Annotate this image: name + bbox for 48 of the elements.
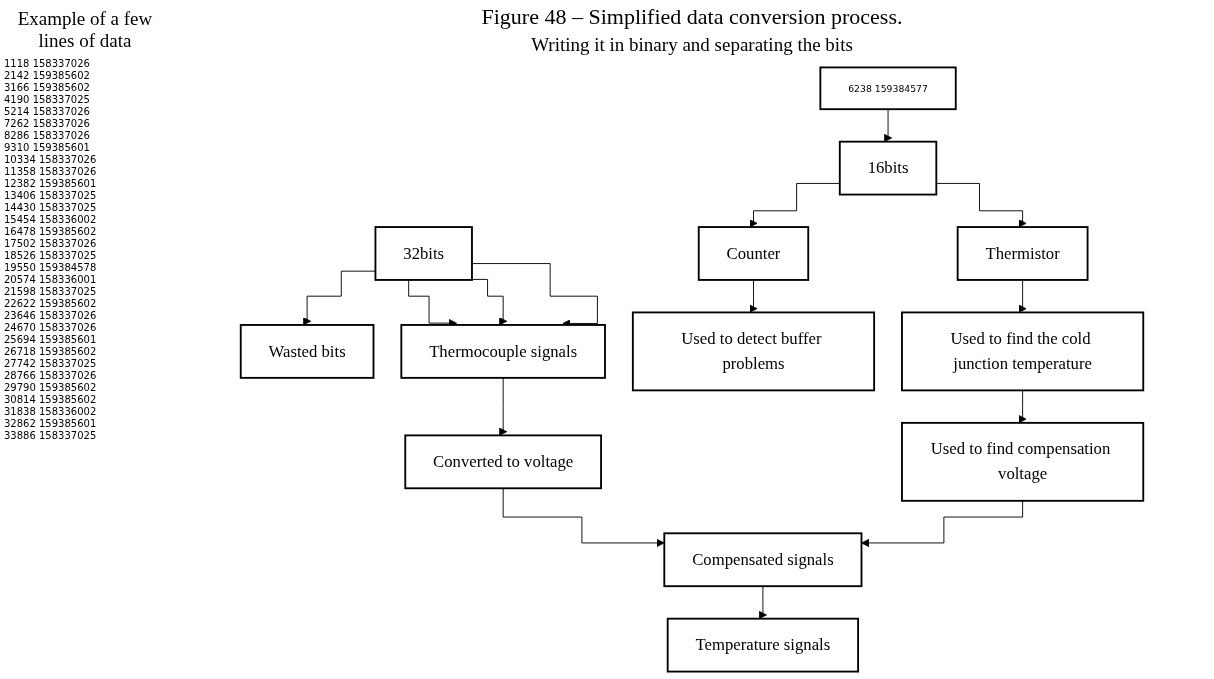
data-line: 26718 159385602 (4, 346, 98, 358)
subheading: Writing it in binary and separating the bits (531, 34, 853, 56)
data-line: 1118 158337026 (4, 58, 91, 70)
data-line: 30814 159385602 (4, 394, 98, 406)
data-line: 33886 158337025 (4, 430, 98, 442)
node-box: 16bits (838, 140, 938, 196)
node-box: Counter (697, 226, 810, 281)
data-line: 17502 158337026 (4, 238, 98, 250)
data-line: 8286 158337026 (4, 130, 91, 142)
data-line: 9310 159385601 (4, 142, 91, 154)
node-box: Thermistor (956, 226, 1089, 281)
data-line: 31838 158336002 (4, 406, 98, 418)
node-box: 32bits (374, 226, 473, 281)
node-box: Temperature signals (666, 617, 860, 673)
node-box: Wasted bits (239, 324, 375, 379)
node-box: Used to find compensation voltage (901, 421, 1145, 502)
data-line: 15454 158336002 (4, 214, 98, 226)
data-line: 13406 158337025 (4, 190, 98, 202)
data-line: 32862 159385601 (4, 418, 98, 430)
data-line: 25694 159385601 (4, 334, 98, 346)
data-line: 24670 158337026 (4, 322, 98, 334)
node-box: Used to detect buffer problems (631, 311, 876, 392)
data-line: 12382 159385601 (4, 178, 98, 190)
node-box: Thermocouple signals (400, 324, 606, 379)
data-line: 5214 158337026 (4, 106, 91, 118)
data-line: 10334 158337026 (4, 154, 98, 166)
figure-title: Figure 48 – Simplified data conversion process. (481, 4, 903, 30)
data-line: 11358 158337026 (4, 166, 98, 178)
data-line: 23646 158337026 (4, 310, 98, 322)
column-heading: Example of a few lines of data (16, 8, 154, 52)
data-line: 19550 159384578 (4, 262, 98, 274)
node-box: Converted to voltage (404, 434, 602, 490)
data-line: 3166 159385602 (4, 82, 91, 94)
node-box: Used to find the cold junction temperature (901, 311, 1145, 392)
data-line: 18526 158337025 (4, 250, 98, 262)
data-line: 14430 158337025 (4, 202, 98, 214)
data-line: 7262 158337026 (4, 118, 91, 130)
data-line: 28766 158337026 (4, 370, 98, 382)
node-box: 6238 159384577 (819, 66, 957, 111)
data-line: 22622 159385602 (4, 298, 98, 310)
data-line: 16478 159385602 (4, 226, 98, 238)
data-line: 4190 158337025 (4, 94, 91, 106)
node-box: Compensated signals (663, 532, 863, 588)
data-line: 21598 158337025 (4, 286, 98, 298)
data-line: 27742 158337025 (4, 358, 98, 370)
data-line: 20574 158336001 (4, 274, 98, 286)
data-line: 2142 159385602 (4, 70, 91, 82)
data-line: 29790 159385602 (4, 382, 98, 394)
